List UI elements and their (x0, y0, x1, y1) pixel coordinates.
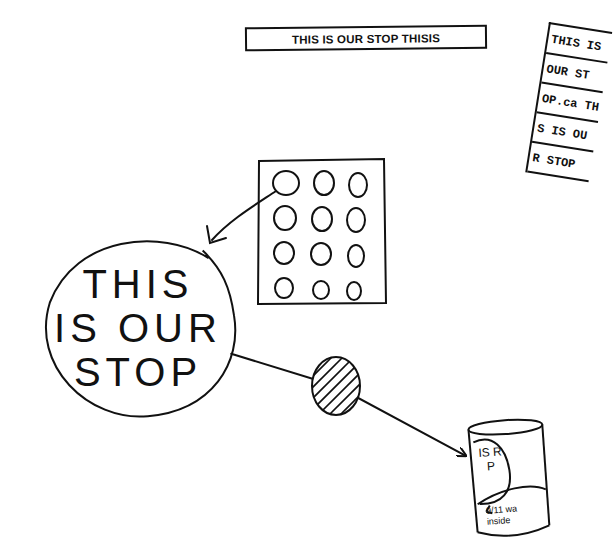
dot (347, 208, 365, 232)
sheet-of-dots (258, 159, 386, 304)
dot (274, 206, 296, 230)
pointer-head (207, 226, 226, 243)
dot (274, 242, 294, 264)
banner-strip: THIS IS OUR STOP THISIS (245, 25, 487, 52)
disc-outline (312, 357, 360, 415)
strip-row: OP.ca TH (537, 84, 603, 123)
strip-row: THIS IS (546, 24, 612, 63)
dot (273, 171, 299, 195)
dot (347, 282, 361, 300)
can-side (468, 430, 477, 533)
pointer-curve (212, 191, 276, 240)
strip-row: OUR ST (541, 54, 607, 93)
strip-row: S IS OU (532, 113, 598, 152)
can-label-text: IS R P (478, 444, 504, 474)
can: IS R P 9/11 wa inside (466, 415, 552, 542)
connector-arrow (231, 354, 466, 456)
pointer-arrow (207, 191, 276, 243)
banner-text: THIS IS OUR STOP THISIS (247, 31, 485, 47)
round-label: THIS IS OUR STOP (40, 232, 236, 418)
dot (313, 281, 329, 299)
dot (314, 171, 334, 195)
can-bottom (478, 525, 550, 538)
dot (312, 207, 332, 231)
stacked-strip: THIS ISOUR STOP.ca THS IS OUR STOP (525, 22, 612, 182)
can-drawing (468, 418, 550, 538)
dot (311, 243, 331, 265)
dot (349, 173, 367, 197)
can-side (542, 425, 549, 526)
sheet-outline (258, 159, 386, 304)
can-band-edge (477, 485, 547, 504)
dot (275, 278, 293, 298)
can-top (468, 418, 543, 437)
can-round-label (473, 438, 512, 505)
hatched-disc (292, 340, 378, 440)
label-text: THIS IS OUR STOP (54, 262, 222, 394)
disc-hatching (292, 340, 378, 440)
strip-row: R STOP (527, 143, 593, 182)
dot (348, 245, 364, 267)
circle-stroke (46, 241, 235, 416)
can-band-text: 9/11 wa inside (486, 502, 539, 528)
